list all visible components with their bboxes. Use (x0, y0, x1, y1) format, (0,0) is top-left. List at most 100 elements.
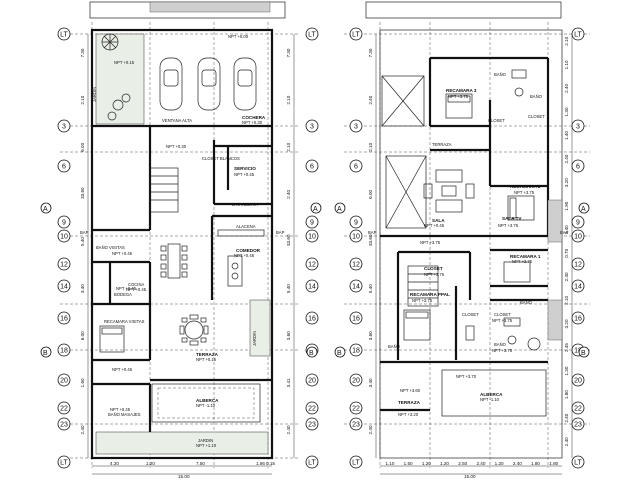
dimension-label: 7.30 (80, 48, 85, 57)
dimension-label: 1.80 (531, 461, 540, 466)
dimension-label: 2.45 (564, 343, 569, 352)
dimension-label: 1.40 (564, 131, 569, 140)
axis-bubble (349, 215, 363, 229)
r-label-alberca-npt: NPT -1.10 (480, 397, 500, 402)
r-label-bano-c: BAÑO (494, 342, 507, 347)
terrace-hatch-right-2 (547, 299, 563, 341)
pool-right (441, 369, 547, 417)
label-terraza: TERRAZA (196, 352, 219, 357)
dimension-label: 2.40 (564, 84, 569, 93)
axis-bubble (305, 215, 319, 229)
label-closet-blancos: CLOSET BLANCOS (202, 156, 240, 161)
axis-bubble-label: 3 (354, 124, 358, 131)
axis-bubble (349, 373, 363, 387)
dimension-label: 2.40 (564, 154, 569, 163)
car-3 (233, 57, 257, 111)
axis-bubble (349, 279, 363, 293)
axis-bubble (349, 343, 363, 357)
plan-left-outline (90, 28, 274, 460)
svg-text:B: B (337, 350, 342, 357)
r-label-closet-v: CLOSET (462, 312, 479, 317)
garden-top-left (95, 33, 145, 125)
r-label-closet-b-npt: NPT +3.75 (492, 318, 513, 323)
bed-guest (99, 325, 125, 353)
axis-bubble-label: LT (308, 32, 316, 39)
dimension-label: 3.60 (368, 331, 373, 340)
dimension-label: 2.40 (286, 190, 291, 199)
dimension-label: 3.41 (286, 378, 291, 387)
dimension-label: 2.50 (458, 461, 467, 466)
r-label-recamara-ppal-npt: NPT +3.75 (412, 298, 433, 303)
dimension-label: 2.40 (564, 272, 569, 281)
label-alberca-npt: NPT -1.10 (196, 403, 216, 408)
label-bano-visitas-npt: NPT +0.45 (112, 251, 133, 256)
r-label-closet-main-npt: NPT +3.75 (424, 272, 445, 277)
label-cochera: COCHERA (242, 115, 266, 120)
garden-side (249, 299, 271, 357)
axis-bubble-label: 20 (574, 378, 582, 385)
dim-bottom-4: 1.86 (256, 461, 265, 466)
axis-bubble-label: LT (60, 32, 68, 39)
axis-bubble-label: 6 (576, 164, 580, 171)
dimension-label: 3.40 (368, 378, 373, 387)
label-jardin-side: JARDIN (252, 331, 257, 346)
svg-text:A: A (313, 206, 318, 213)
axis-bubble (305, 279, 319, 293)
dimension-label: 5.40 (286, 284, 291, 293)
axis-bubble (57, 229, 71, 243)
plan-right-labels: BAÑO RECAMARA 3 NPT +3.75 BAÑO CLOSET CL… (368, 72, 569, 417)
label-bano-visitas: BAÑO VISITAS (96, 245, 125, 250)
r-label-sala-tv: SALA TV (502, 216, 522, 221)
label-cocina: COCINA (128, 282, 144, 287)
axis-bubble (57, 455, 71, 469)
section-marks-left: A A B B (40, 202, 322, 358)
axis-bubble-label: 20 (60, 378, 68, 385)
axis-bubble-label: 16 (574, 316, 582, 323)
dimension-label: 2.40 (476, 461, 485, 466)
dimension-label: 2.10 (564, 36, 569, 45)
r-label-sala: SALA (432, 218, 445, 223)
axis-bubble-label: 16 (352, 316, 360, 323)
r-label-recamara-1: RECAMARA 1 (510, 254, 541, 259)
dimension-label: 6.00 (80, 331, 85, 340)
car-2 (197, 57, 221, 111)
stairs-right (407, 265, 439, 307)
r-label-sala-tv-npt: NPT +3.75 (498, 223, 519, 228)
label-npt-top: NPT +0.00 (228, 34, 249, 39)
axis-bubble (305, 119, 319, 133)
axis-bubble-label: 3 (576, 124, 580, 131)
axis-bubble (349, 455, 363, 469)
label-bap-2: BAP (276, 230, 285, 235)
r-label-alberca: ALBERCA (480, 392, 503, 397)
plant-icon (101, 33, 131, 121)
svg-text:B: B (581, 350, 586, 357)
r-label-terraza-b: TERRAZA (398, 400, 421, 405)
stairs-left (149, 167, 179, 213)
label-alberca: ALBERCA (196, 398, 219, 403)
bath-fixtures (465, 69, 541, 351)
axis-bubble (305, 373, 319, 387)
axis-bubble (57, 279, 71, 293)
plan-left-interior-walls (92, 124, 272, 432)
r-label-closet-main: CLOSET (424, 266, 443, 271)
axis-bubble-label: 22 (574, 406, 582, 413)
label-bodega: BODEGA (114, 292, 132, 297)
dimension-label: 5.40 (80, 237, 85, 246)
label-jardin-left: JARDIN (92, 87, 97, 102)
dimension-label: 2.40 (368, 95, 373, 104)
dimension-label: 3.60 (286, 331, 291, 340)
r-label-bano-r: BAÑO (530, 94, 543, 99)
axis-bubble-label: 3 (62, 124, 66, 131)
bed-recamara-3 (445, 93, 473, 119)
dimension-label: 7.30 (368, 48, 373, 57)
r-label-npt-370: NPT +3.70 (456, 374, 477, 379)
axis-bubble (57, 215, 71, 229)
axis-bubble (305, 27, 319, 41)
dimension-label: 2.10 (80, 95, 85, 104)
dim-bottom-2: 1.20 (146, 461, 155, 466)
dimension-total: 15.00 (464, 474, 476, 479)
